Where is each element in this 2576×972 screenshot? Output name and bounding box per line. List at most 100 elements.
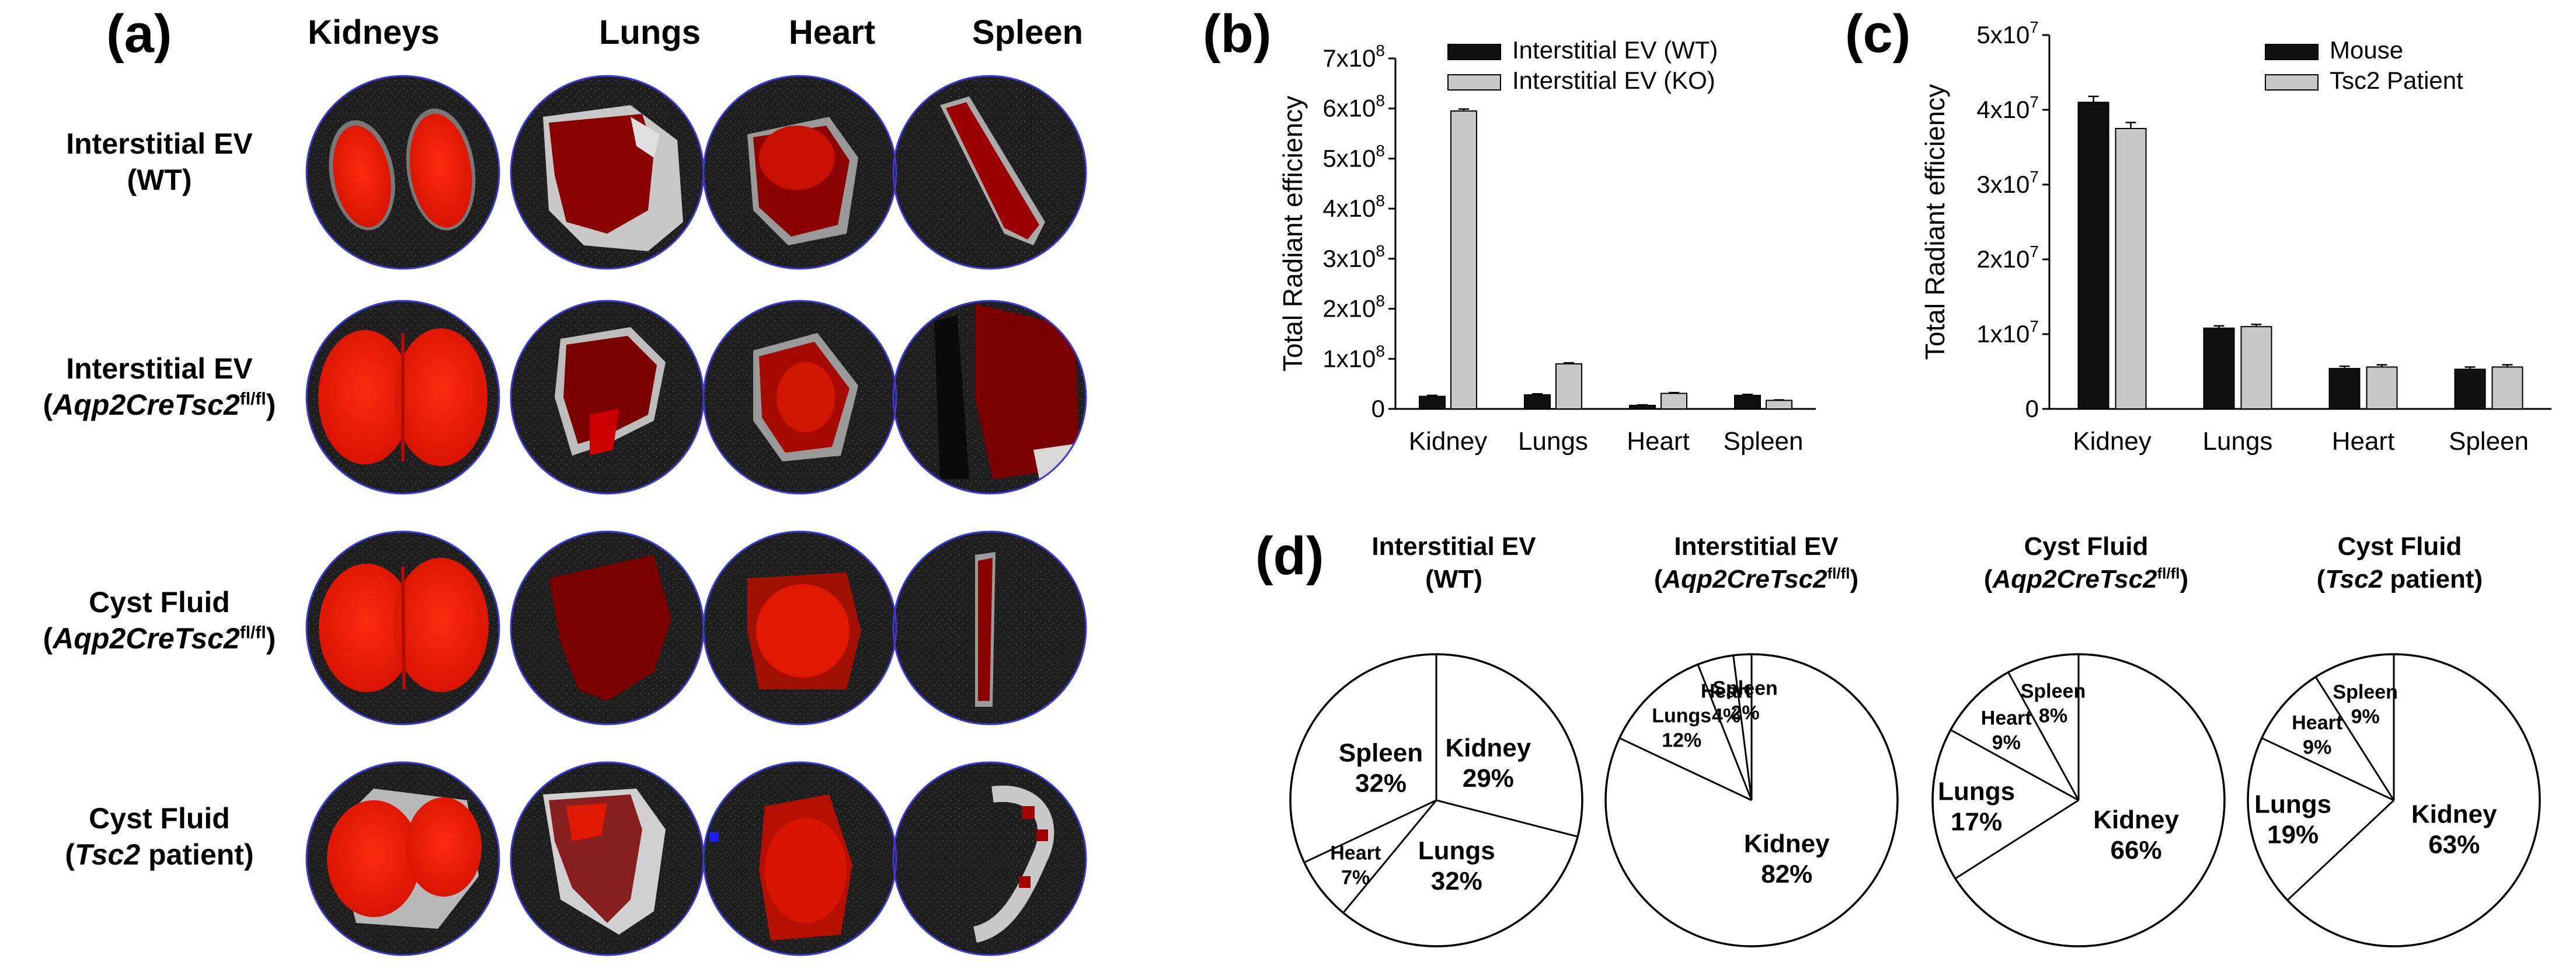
pie-slice-percent: 9% bbox=[1992, 731, 2021, 754]
genotype-superscript: fl/fl bbox=[239, 623, 266, 643]
bar bbox=[1766, 400, 1792, 410]
image-patient-kidneys bbox=[307, 762, 499, 955]
column-header-lungs: Lungs bbox=[599, 13, 701, 51]
bar bbox=[2454, 369, 2486, 409]
paren-open: ( bbox=[65, 838, 75, 871]
paren-open: ( bbox=[43, 388, 53, 421]
image-ko-spleen bbox=[893, 301, 1086, 494]
pie-slice-edge bbox=[1436, 799, 1578, 838]
patient-gene-text: Tsc2 bbox=[75, 838, 141, 871]
y-tick-label: 4x108 bbox=[1322, 192, 1385, 222]
paren-open: ( bbox=[2316, 565, 2326, 593]
legend-label: Mouse bbox=[2330, 36, 2403, 64]
pie-slice-edge bbox=[1304, 799, 1437, 863]
y-tick-label: 0 bbox=[2025, 395, 2039, 422]
y-tick-label: 1x108 bbox=[1322, 342, 1385, 372]
pie-slice-label: Heart bbox=[2292, 711, 2342, 734]
image-cf-heart bbox=[704, 532, 896, 724]
pie-slice-label: Kidney bbox=[1446, 734, 1531, 762]
paren-open: ( bbox=[43, 622, 53, 655]
panel-label-a: (a) bbox=[106, 4, 172, 64]
y-tick-label: 7x108 bbox=[1322, 41, 1385, 72]
pie-slice-label: Lungs bbox=[1652, 704, 1711, 727]
image-cf-spleen bbox=[893, 532, 1086, 724]
pie-slice-label: Lungs bbox=[2254, 790, 2331, 818]
legend-label: Tsc2 Patient bbox=[2330, 67, 2463, 94]
image-cf-lungs bbox=[511, 532, 704, 724]
row-header-line1: Interstitial EV bbox=[66, 127, 253, 160]
pie-slice-edge bbox=[1955, 799, 2079, 880]
y-tick-label: 6x108 bbox=[1322, 92, 1385, 122]
pie-slice-edge bbox=[2261, 737, 2394, 801]
row-header-line2: (Aqp2CreTsc2fl/fl) bbox=[22, 387, 297, 423]
pie-title-line2: (Aqp2CreTsc2fl/fl) bbox=[1593, 563, 1920, 596]
pie-slice-label: Spleen bbox=[2021, 680, 2086, 702]
image-patient-heart bbox=[704, 762, 896, 955]
bar bbox=[1629, 405, 1656, 409]
bar bbox=[2491, 366, 2523, 410]
x-tick-label: Heart bbox=[2332, 427, 2395, 456]
patient-text: patient) bbox=[2383, 565, 2483, 593]
pie-slice-percent: 9% bbox=[2303, 736, 2331, 758]
pie-slice-percent: 32% bbox=[1431, 867, 1482, 895]
pie-slice-percent: 29% bbox=[1463, 764, 1514, 793]
legend-swatch bbox=[1447, 74, 1501, 91]
row-header-interstitial-ko: Interstitial EV (Aqp2CreTsc2fl/fl) bbox=[22, 350, 297, 423]
pie-title-line1: Interstitial EV bbox=[1674, 532, 1839, 561]
pie-slice-edge bbox=[2286, 799, 2395, 901]
legend-label: Interstitial EV (KO) bbox=[1512, 67, 1715, 94]
fluorescence-image-grid bbox=[305, 75, 1087, 956]
y-axis-label: Total Radiant efficiency bbox=[1920, 84, 1950, 360]
row-header-interstitial-wt: Interstitial EV (WT) bbox=[22, 126, 297, 198]
x-tick-label: Spleen bbox=[1723, 427, 1803, 456]
pie-title-cyst-ko: Cyst Fluid (Aqp2CreTsc2fl/fl) bbox=[1923, 530, 2250, 596]
bar-chart-b: 01x1082x1083x1084x1085x1086x1087x108Tota… bbox=[1277, 36, 1816, 456]
paren-close: ) bbox=[1850, 565, 1859, 593]
x-tick-label: Kidney bbox=[2073, 427, 2152, 456]
pie-slice-label: Lungs bbox=[1938, 777, 2015, 806]
pie-slice-edge bbox=[1732, 655, 1753, 801]
pie-charts-d: Kidney29%Lungs32%Heart7%Spleen32%Kidney8… bbox=[1289, 653, 2541, 947]
pie-title-line1: Cyst Fluid bbox=[2024, 532, 2149, 561]
image-wt-spleen bbox=[893, 76, 1086, 269]
y-tick-label: 5x107 bbox=[1976, 18, 2039, 48]
patient-gene-text: Tsc2 bbox=[2325, 565, 2383, 593]
pie-slice-edge bbox=[1342, 800, 1437, 914]
image-borders bbox=[305, 75, 1087, 956]
paren-close: ) bbox=[266, 388, 276, 421]
pie-slice-label: Heart bbox=[1701, 680, 1752, 702]
legend-swatch bbox=[2265, 74, 2319, 91]
image-patient-spleen bbox=[893, 762, 1086, 955]
x-tick-label: Lungs bbox=[1518, 427, 1588, 456]
paren-open: ( bbox=[1983, 565, 1993, 593]
pie-slice-edge bbox=[2007, 672, 2080, 801]
pie-title-line2: (Tsc2 patient) bbox=[2236, 563, 2563, 596]
pie-slice-percent: 7% bbox=[1341, 866, 1370, 888]
pie-slice-percent: 66% bbox=[2111, 836, 2162, 865]
pie-slice-label: Spleen bbox=[2333, 681, 2397, 703]
x-tick-label: Lungs bbox=[2203, 427, 2273, 456]
pie-slice-percent: 9% bbox=[2351, 706, 2380, 728]
y-tick-label: 3x108 bbox=[1322, 242, 1385, 272]
genotype-superscript: fl/fl bbox=[2157, 564, 2180, 582]
pie-slice-label: Heart bbox=[1981, 707, 2032, 729]
bar bbox=[2203, 327, 2235, 410]
x-tick-label: Kidney bbox=[1409, 427, 1488, 456]
panel-label-d: (d) bbox=[1255, 526, 1324, 586]
legend-label: Interstitial EV (WT) bbox=[1512, 36, 1718, 64]
paren-open: ( bbox=[1653, 565, 1663, 593]
genotype-superscript: fl/fl bbox=[239, 389, 266, 409]
row-header-cyst-fluid-patient: Cyst Fluid (Tsc2 patient) bbox=[22, 800, 297, 873]
pie-title-wt: Interstitial EV (WT) bbox=[1290, 530, 1617, 596]
pie-slice-label: Kidney bbox=[2411, 800, 2497, 829]
pie-slice-edge bbox=[2314, 676, 2395, 801]
bar bbox=[2366, 366, 2398, 410]
genotype-superscript: fl/fl bbox=[1827, 564, 1850, 582]
y-tick-label: 2x108 bbox=[1322, 292, 1385, 322]
y-tick-label: 1x107 bbox=[1976, 317, 2039, 348]
image-ko-lungs bbox=[511, 301, 704, 494]
